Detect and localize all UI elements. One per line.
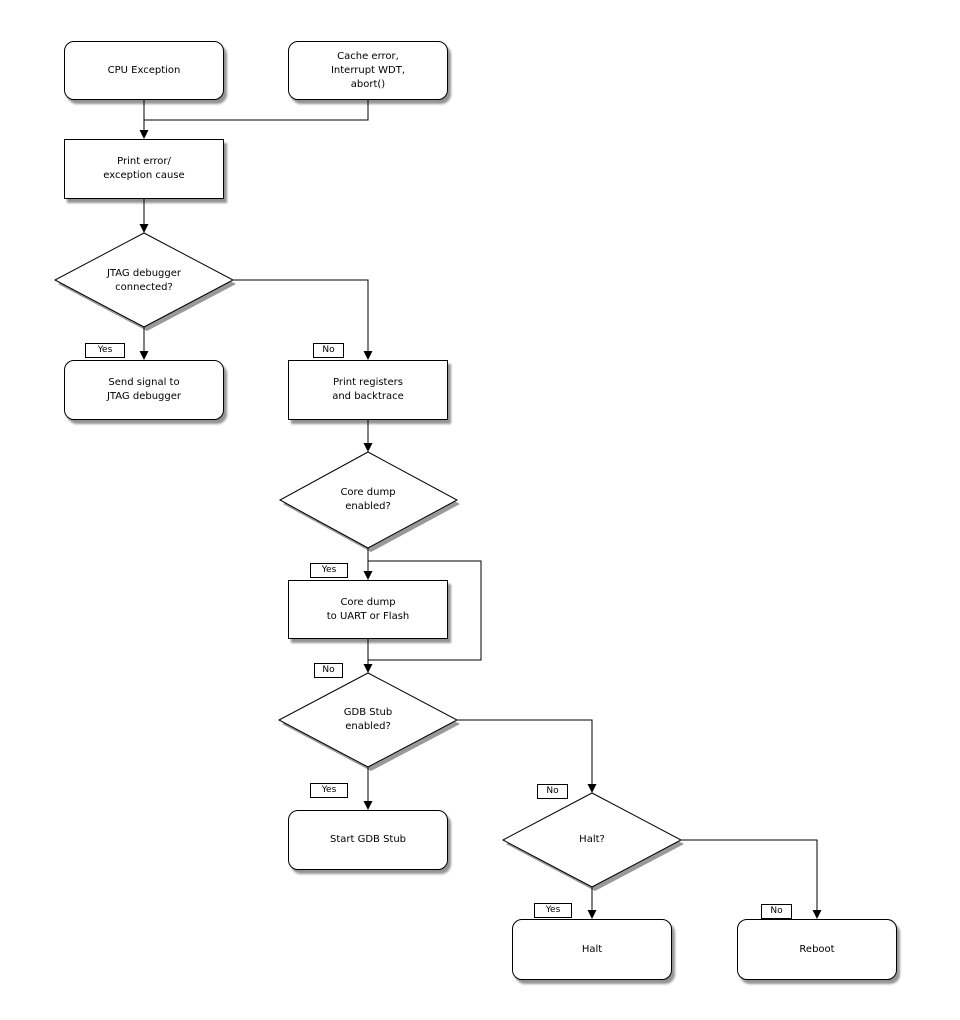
edge-label-halt-no-text: No: [770, 906, 783, 916]
node-print-registers-label: Print registers and backtrace: [332, 377, 404, 402]
edge-label-jtag-no-text: No: [322, 345, 335, 355]
node-print-registers: Print registers and backtrace: [288, 360, 448, 420]
gdbstub-diamond: [277, 672, 459, 768]
node-reboot-label: Reboot: [799, 943, 835, 955]
edge-label-halt-yes-text: Yes: [545, 905, 561, 915]
node-send-signal-label: Send signal to JTAG debugger: [106, 377, 182, 402]
node-cpu-exception: CPU Exception: [64, 41, 224, 100]
arrowheads: [139, 130, 822, 919]
node-cpu-exception-label: CPU Exception: [107, 64, 181, 76]
edge-label-coredump-no: No: [314, 663, 343, 678]
node-print-error: Print error/ exception cause: [64, 139, 224, 199]
node-halt: Halt: [512, 919, 672, 980]
halt-diamond: [501, 792, 683, 888]
diamond-shadows: [58, 237, 684, 891]
arrow-into-gdbstub-diamond: [363, 664, 373, 673]
edge-label-coredump-yes-text: Yes: [321, 565, 337, 575]
edge-label-coredump-no-text: No: [322, 665, 335, 675]
node-core-dump-uart: Core dump to UART or Flash: [288, 580, 448, 639]
node-core-dump-uart-label: Core dump to UART or Flash: [326, 596, 410, 622]
arrow-into-halt: [587, 910, 597, 919]
edge-coredump-no-bypass: [368, 560, 482, 661]
node-print-error-label: Print error/ exception cause: [103, 156, 185, 181]
edge-label-gdb-yes: Yes: [310, 783, 348, 798]
node-reboot: Reboot: [737, 919, 897, 980]
connectors: [143, 100, 818, 911]
node-cache-error-label: Cache error, Interrupt WDT, abort(): [330, 50, 406, 90]
arrow-into-halt-diamond: [587, 784, 597, 793]
edge-halt-no: [681, 839, 818, 911]
edge-label-jtag-no: No: [313, 343, 344, 358]
edge-label-gdb-no-text: No: [546, 786, 559, 796]
edge-label-gdb-no: No: [537, 784, 568, 799]
coredump-diamond: [278, 451, 459, 549]
arrow-into-sendsignal: [139, 351, 149, 360]
edge-jtag-no: [233, 279, 369, 352]
jtag-diamond: [53, 232, 235, 328]
arrow-into-startgdb: [363, 801, 373, 810]
node-send-signal: Send signal to JTAG debugger: [64, 360, 224, 420]
edge-gdbstub-no: [457, 719, 593, 785]
node-start-gdb-stub-label: Start GDB Stub: [329, 834, 407, 845]
decision-diamonds: [53, 232, 683, 888]
arrow-into-coredump-box: [363, 571, 373, 580]
edge-label-halt-yes: Yes: [534, 903, 572, 918]
node-start-gdb-stub: Start GDB Stub: [288, 810, 448, 870]
edge-cache-merge: [144, 100, 369, 121]
edge-label-jtag-yes: Yes: [85, 343, 125, 358]
edge-label-halt-no: No: [761, 904, 792, 919]
edge-label-gdb-yes-text: Yes: [321, 785, 337, 795]
node-cache-error: Cache error, Interrupt WDT, abort(): [288, 41, 448, 100]
arrow-into-jtag: [139, 224, 149, 233]
node-halt-label: Halt: [581, 943, 603, 955]
edge-label-coredump-yes: Yes: [310, 563, 348, 578]
arrow-into-printregisters: [363, 351, 373, 360]
edge-label-jtag-yes-text: Yes: [97, 345, 113, 355]
arrow-into-printerror: [139, 130, 149, 139]
arrow-into-reboot: [812, 910, 822, 919]
arrow-into-coredump-diamond: [363, 443, 373, 452]
